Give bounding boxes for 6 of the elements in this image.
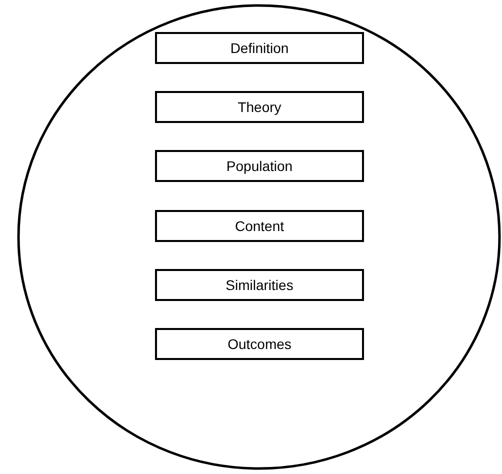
topic-box: Population	[155, 150, 364, 182]
topic-box: Similarities	[155, 268, 364, 301]
topic-box: Content	[155, 210, 364, 242]
topic-box: Theory	[155, 91, 364, 124]
topic-box: Definition	[155, 32, 364, 64]
topic-box: Outcomes	[155, 328, 364, 360]
